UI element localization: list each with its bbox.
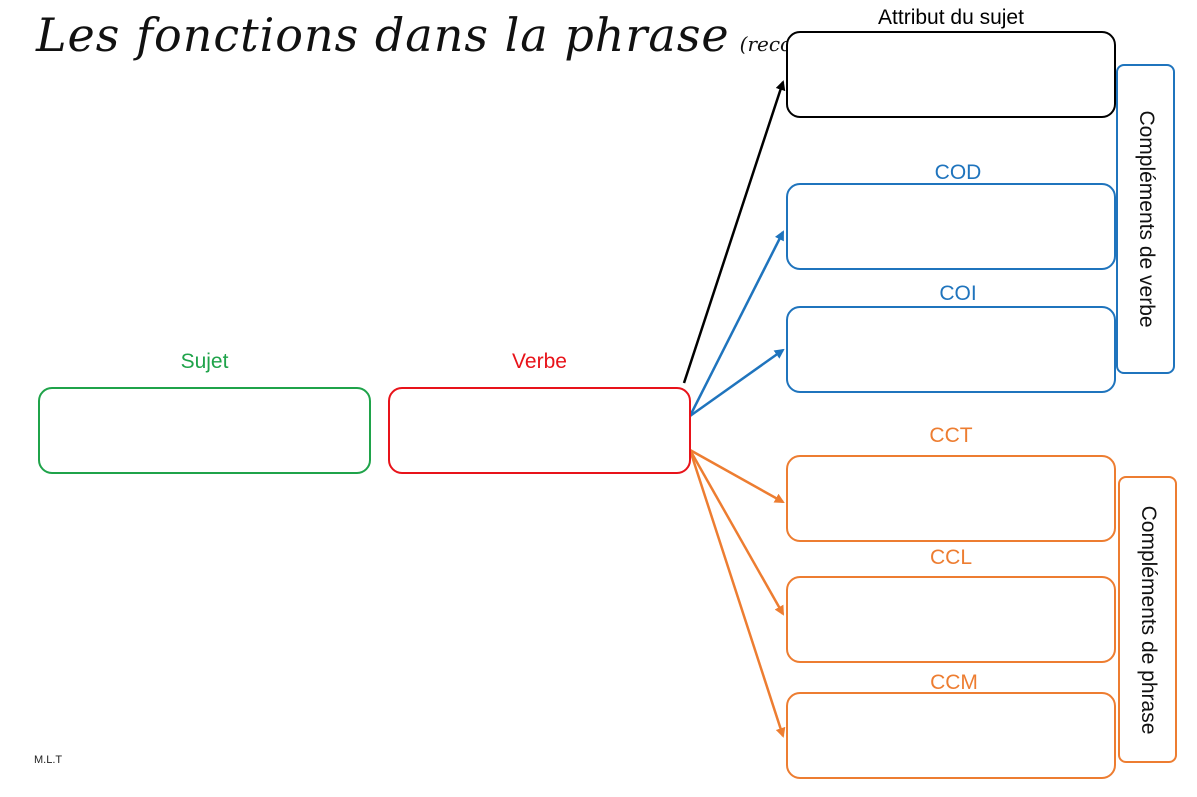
cod-label: COD xyxy=(934,161,982,184)
author-credit: M.L.T xyxy=(34,754,63,766)
sujet-box xyxy=(38,387,371,474)
coi-label: COI xyxy=(939,282,977,305)
arrow-coi xyxy=(689,348,785,418)
ccm-box xyxy=(786,692,1116,779)
phrase-complements-label: Compléments de phrase xyxy=(1136,505,1160,734)
cct-label: CCT xyxy=(929,424,973,447)
verb-complements-group: Compléments de verbe xyxy=(1116,64,1175,374)
verbe-box xyxy=(388,387,691,474)
arrow-cct xyxy=(689,448,785,504)
arrow-ccl xyxy=(688,449,785,616)
cct-box xyxy=(786,455,1116,542)
arrow-attribut xyxy=(682,80,786,384)
sujet-label: Sujet xyxy=(180,350,229,373)
attribut-box xyxy=(786,31,1116,118)
cod-box xyxy=(786,183,1116,270)
arrow-cod xyxy=(688,230,785,417)
ccm-label: CCM xyxy=(930,671,978,694)
verb-complements-label: Compléments de verbe xyxy=(1134,110,1158,328)
phrase-complements-group: Compléments de phrase xyxy=(1118,476,1177,763)
ccl-box xyxy=(786,576,1116,663)
ccl-label: CCL xyxy=(929,546,972,569)
arrow-ccm xyxy=(688,449,786,738)
title-text: Les fonctions dans la phrase xyxy=(36,8,730,62)
attribut-label: Attribut du sujet xyxy=(878,6,1024,29)
coi-box xyxy=(786,306,1116,393)
verbe-label: Verbe xyxy=(512,350,567,373)
